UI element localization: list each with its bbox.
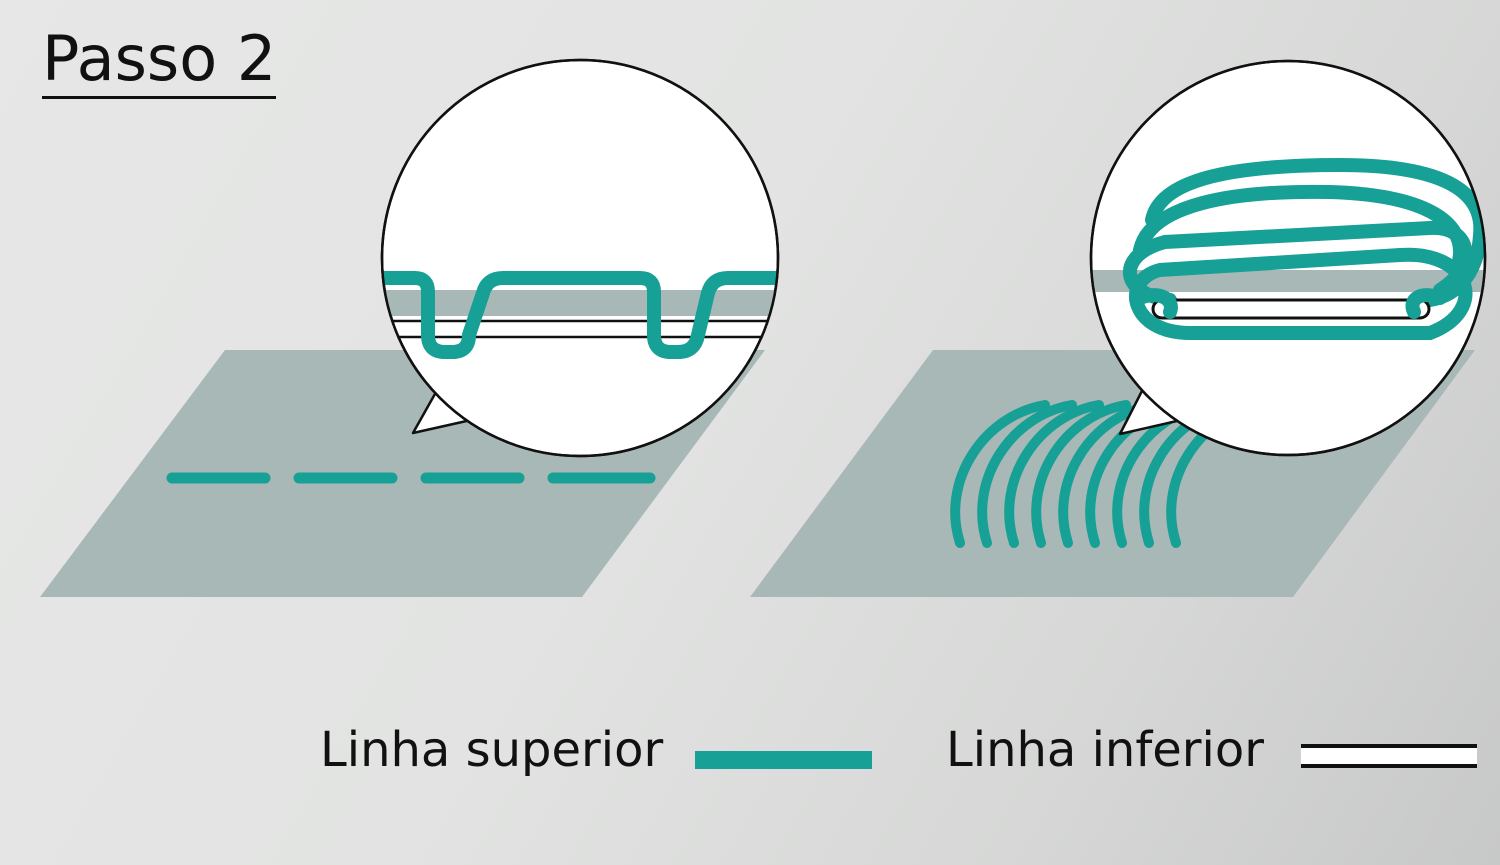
legend-upper-swatch: [695, 751, 872, 769]
legend-upper-label: Linha superior: [320, 722, 664, 778]
magnifier-bubble-right: [1089, 59, 1487, 457]
overlock-closeup-thread: [1123, 157, 1485, 340]
overlock-lower-thread: [1151, 298, 1431, 320]
legend-lower-label: Linha inferior: [946, 722, 1264, 778]
legend-lower-swatch: [1301, 744, 1477, 768]
lockstitch-closeup-thread: [382, 271, 778, 359]
magnifier-bubble-left: [380, 58, 780, 458]
page-title: Passo 2: [42, 28, 277, 99]
